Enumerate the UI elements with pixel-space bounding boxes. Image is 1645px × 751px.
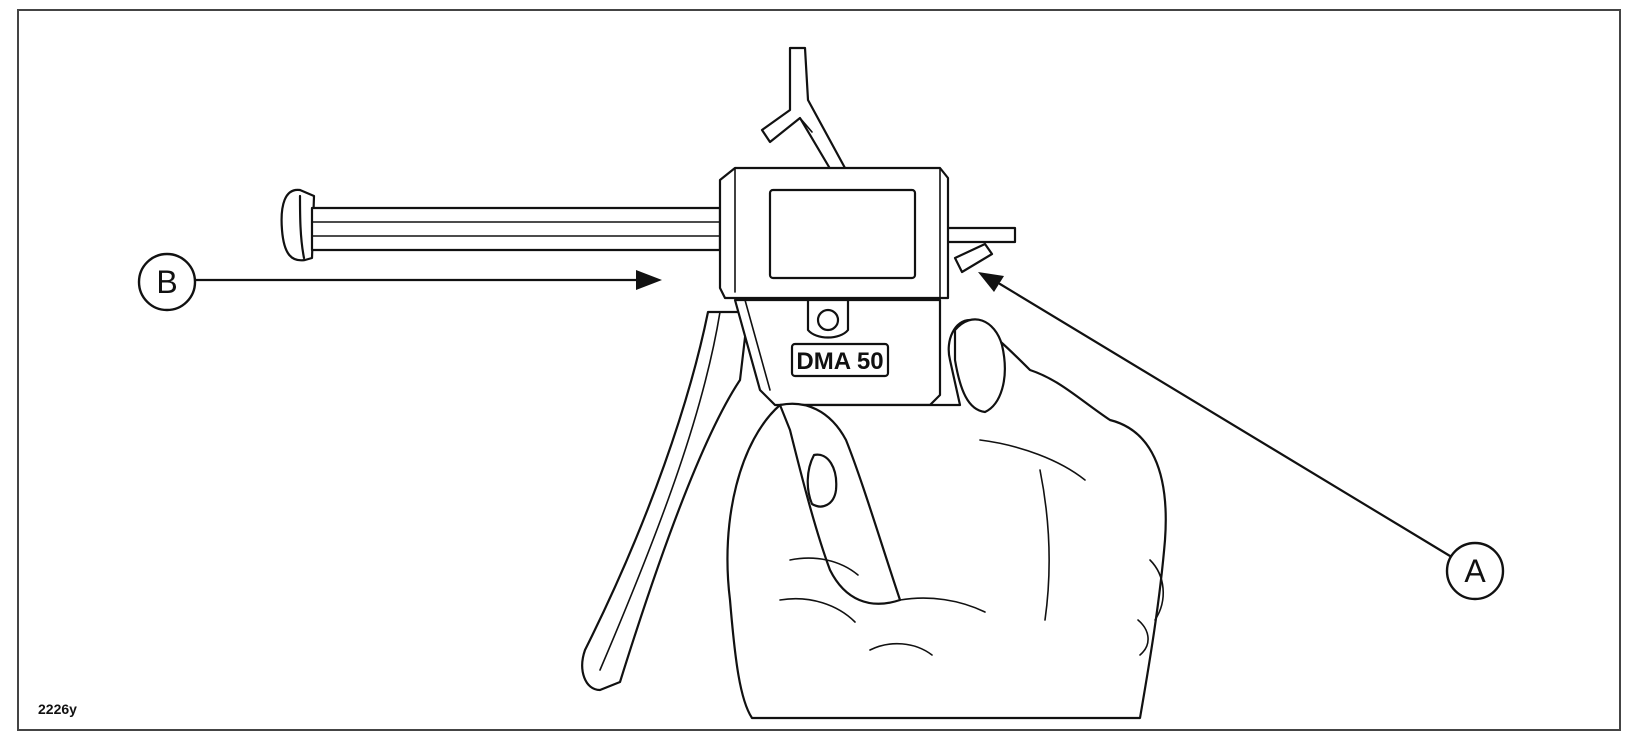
callout-a[interactable]: A [978,272,1505,601]
trigger-handle [581,310,750,692]
callout-a-arrowhead [978,272,1004,292]
callout-a-label: A [1464,553,1486,589]
display-window [768,188,917,280]
device-label: DMA 50 [796,348,883,375]
figure-ref-code: 2226y [38,701,77,717]
callout-b[interactable]: B [137,252,662,312]
hand [726,318,1167,720]
gun-body: DMA 50 [718,166,994,407]
callout-b-label: B [156,264,177,300]
plunger [280,188,1017,262]
figure-frame [17,9,1621,731]
callout-b-arrowhead [636,270,662,290]
cartridge-clip [760,46,847,174]
device-label-box [790,342,890,378]
